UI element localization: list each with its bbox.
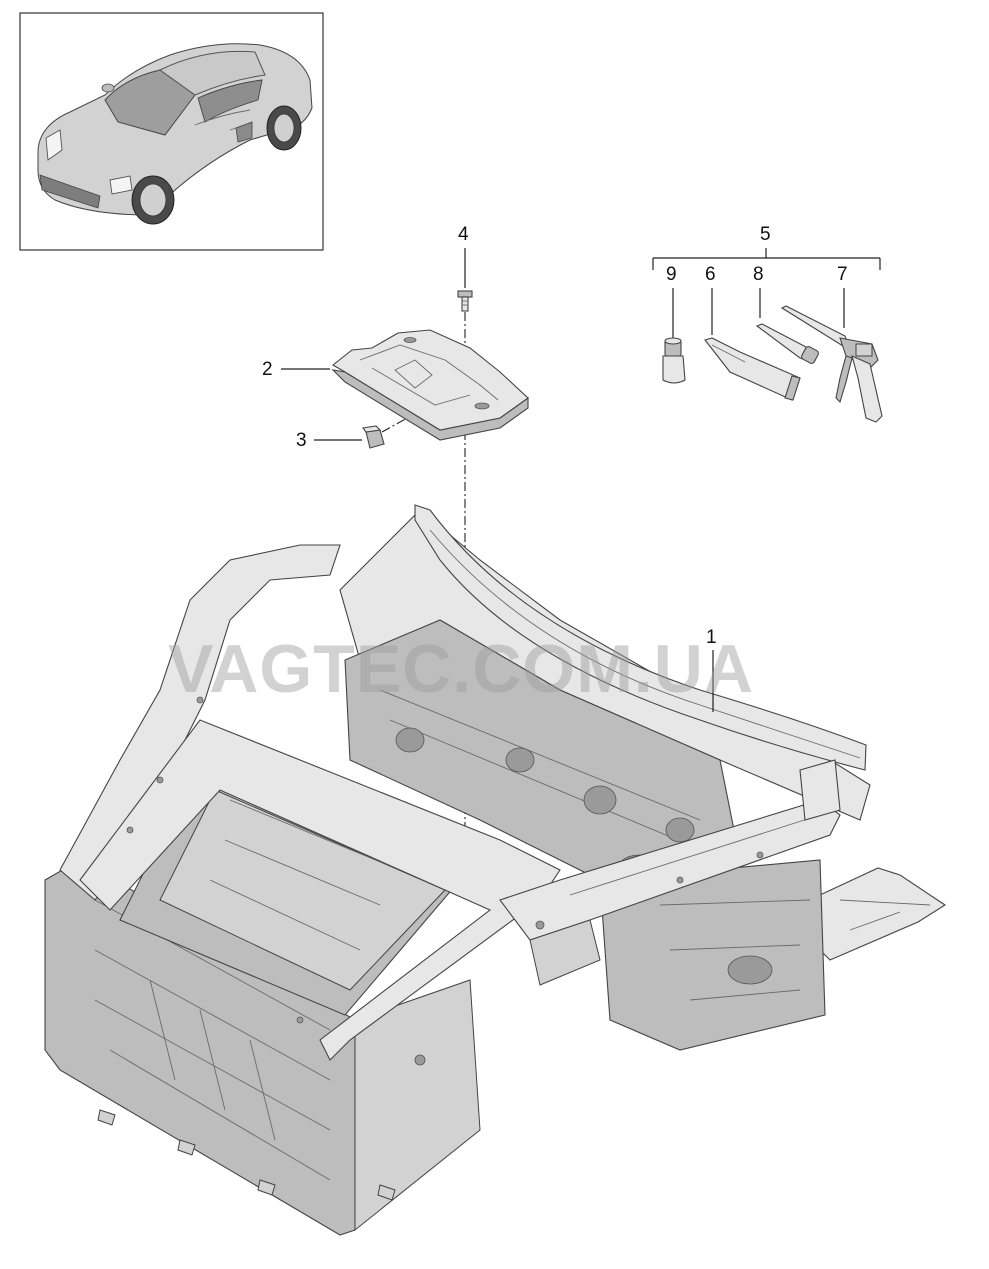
kit-bracket: [652, 248, 881, 270]
callout-5: 5: [760, 224, 771, 245]
watermark-text: VAGTEC.COM.UA: [168, 631, 754, 707]
callout-1: 1: [706, 627, 717, 648]
car-thumbnail-icon: [37, 43, 313, 225]
callout-2: 2: [262, 359, 273, 380]
shield-plate-icon[interactable]: [331, 329, 529, 441]
callout-9: 9: [666, 264, 677, 285]
front-body-structure-icon[interactable]: [44, 504, 947, 1236]
car-thumbnail[interactable]: [19, 12, 324, 251]
callout-8: 8: [753, 264, 764, 285]
primer-bottle-icon[interactable]: [662, 337, 686, 384]
mixing-nozzle-icon[interactable]: [755, 323, 819, 364]
callout-7: 7: [837, 264, 848, 285]
callout-3: 3: [296, 430, 307, 451]
callout-4: 4: [458, 224, 469, 245]
adhesive-tube-icon[interactable]: [704, 337, 801, 401]
bolt-icon[interactable]: [457, 290, 473, 312]
dispensing-gun-icon[interactable]: [780, 305, 883, 423]
callout-6: 6: [705, 264, 716, 285]
clip-nut-icon[interactable]: [362, 425, 385, 449]
